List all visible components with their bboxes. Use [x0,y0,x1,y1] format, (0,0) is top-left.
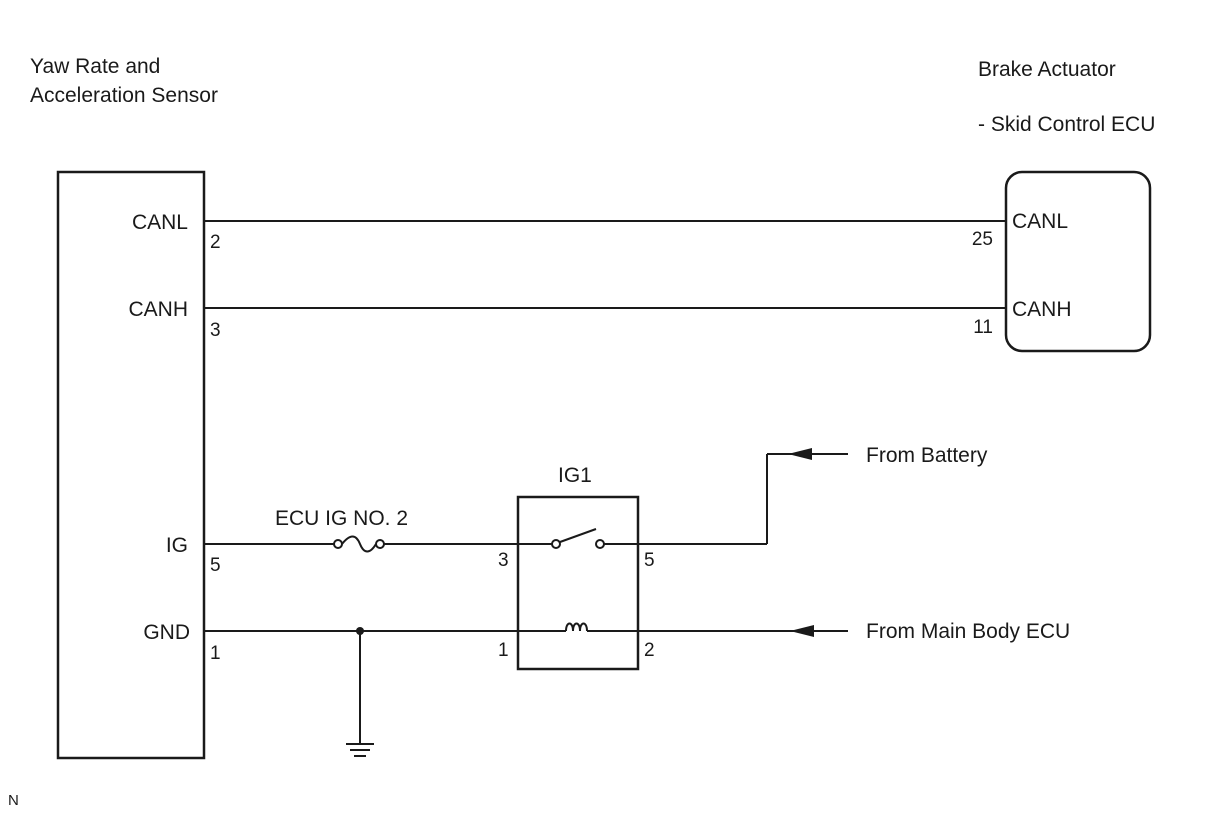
right-component-title-line2: - Skid Control ECU [978,113,1155,136]
left-component-title-line2: Acceleration Sensor [30,84,218,107]
sensor-canh-label: CANH [128,298,188,321]
ecu-box [1004,170,1152,353]
relay-pin-2: 2 [644,640,655,661]
fuse-icon [333,535,385,553]
relay-label: IG1 [558,464,592,487]
battery-source-label: From Battery [866,444,988,467]
relay-pin-3: 3 [498,550,509,571]
sensor-box [56,170,206,760]
sensor-canh-pin: 3 [210,320,221,341]
sensor-canl-label: CANL [132,211,188,234]
ground-icon [346,743,374,757]
ecu-canl-label: CANL [1012,210,1068,233]
fuse-label: ECU IG NO. 2 [275,507,408,530]
left-component-title-line1: Yaw Rate and [30,55,160,78]
ecu-canl-pin: 25 [972,229,993,250]
ig1-relay-box [516,495,640,671]
sensor-ig-pin: 5 [210,555,221,576]
sensor-gnd-label: GND [143,621,190,644]
sensor-ig-label: IG [166,534,188,557]
corner-mark: N [8,792,19,809]
relay-pin-5: 5 [644,550,655,571]
battery-arrow-icon [788,448,812,460]
relay-pin-1: 1 [498,640,509,661]
right-component-title-line1: Brake Actuator [978,58,1116,81]
sensor-gnd-pin: 1 [210,643,221,664]
main-body-arrow-icon [790,625,814,637]
sensor-canl-pin: 2 [210,232,221,253]
ecu-canh-label: CANH [1012,298,1072,321]
relay-switch-icon [551,528,605,549]
ecu-canh-pin: 11 [973,317,993,338]
main-body-source-label: From Main Body ECU [866,620,1070,643]
relay-coil-icon [565,622,588,632]
